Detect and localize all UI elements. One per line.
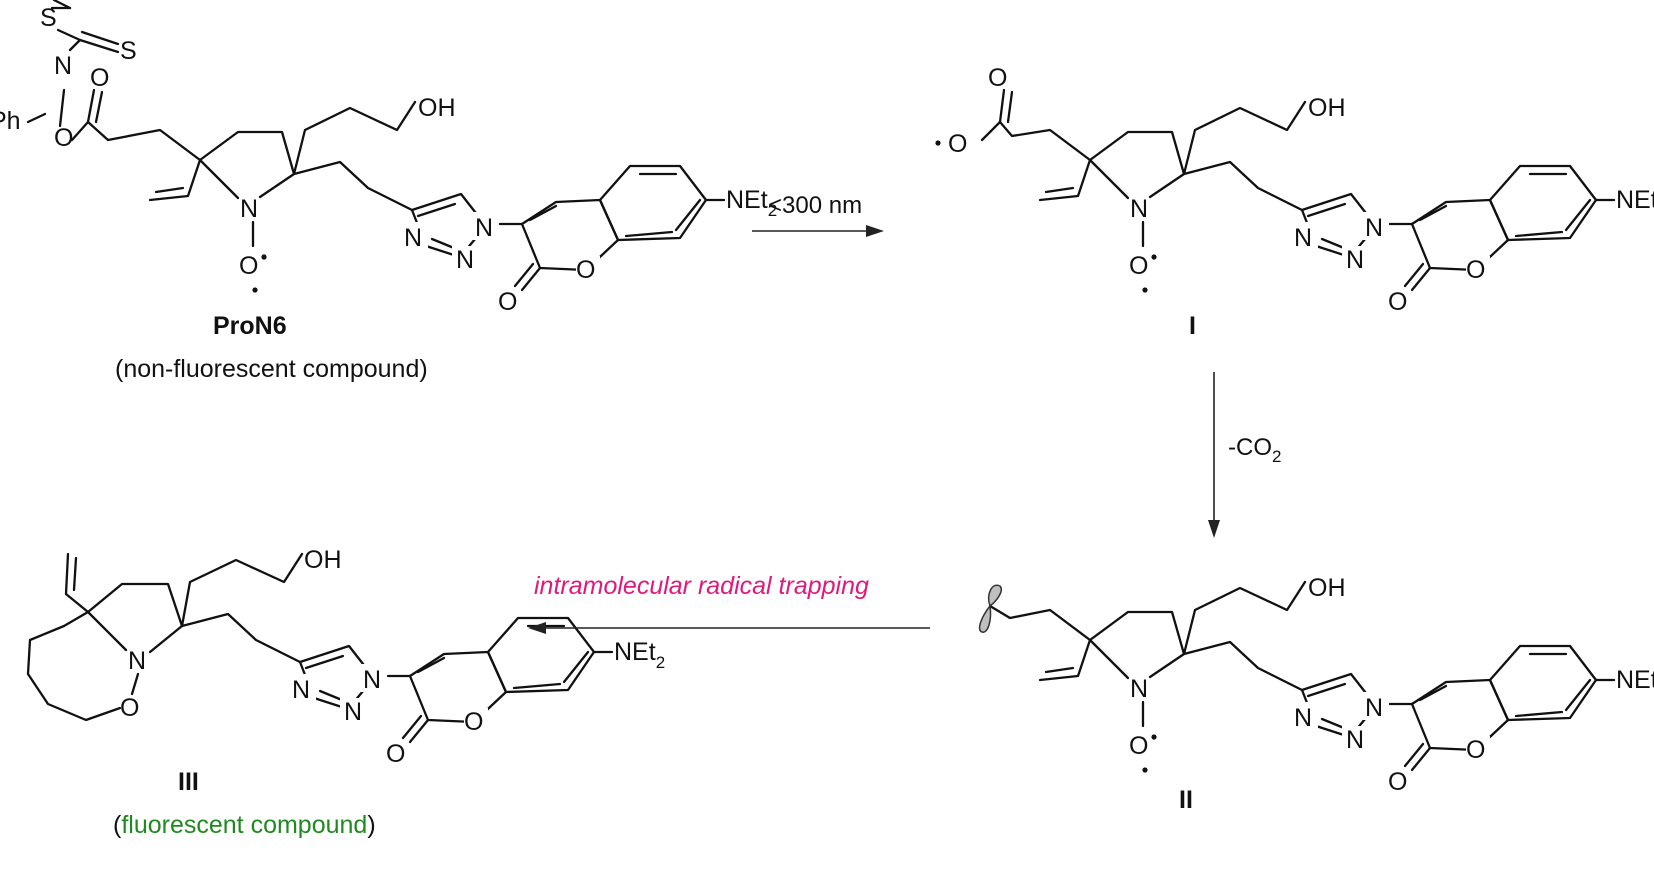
arrow-decarboxylation bbox=[1208, 372, 1220, 538]
radical-trapping-label: intramolecular radical trapping bbox=[534, 572, 869, 600]
iii-net2-label: NEt2 bbox=[614, 638, 665, 672]
iii-triazole-n3: N bbox=[292, 676, 310, 704]
iii-hydroxyl-label: OH bbox=[304, 546, 342, 574]
compound-iii: N O OH N N N O O NEt2 bbox=[26, 546, 665, 768]
compound-pron6: O O N Ph S S bbox=[0, 0, 779, 318]
ester-carbonyl-o-label: O bbox=[90, 64, 109, 92]
compound-iii-label: III bbox=[178, 768, 199, 796]
decarboxylation-label: -CO2 bbox=[1228, 434, 1281, 466]
compound-i: O O bbox=[935, 64, 1654, 318]
arrow-photolysis bbox=[752, 225, 884, 237]
iii-triazole-n2: N bbox=[344, 698, 362, 726]
carbamate-n-label: N bbox=[54, 52, 72, 80]
compound-ii-label: II bbox=[1179, 786, 1193, 814]
pron6-caption: (non-fluorescent compound) bbox=[115, 355, 428, 383]
carboxyl-o-label: O bbox=[988, 64, 1007, 92]
thione-s-label: S bbox=[120, 37, 137, 65]
compound-i-label: I bbox=[1189, 312, 1196, 340]
iii-carbonyl-o: O bbox=[386, 740, 405, 768]
photolysis-condition: <300 nm bbox=[768, 192, 862, 219]
carboxyl-radical-o-label: O bbox=[948, 130, 967, 158]
bicyclic-n-label: N bbox=[128, 647, 146, 675]
iii-triazole-n1: N bbox=[363, 666, 381, 694]
phenyl-label: Ph bbox=[0, 107, 21, 135]
iii-lactone-o: O bbox=[464, 708, 483, 736]
bicyclic-o-label: O bbox=[120, 694, 139, 722]
iii-caption: (fluorescent compound) bbox=[113, 811, 376, 839]
pron6-label: ProN6 bbox=[213, 312, 287, 340]
ester-o-label: O bbox=[54, 124, 73, 152]
compound-ii bbox=[978, 572, 1654, 798]
p-orbital-icon bbox=[988, 584, 1002, 608]
arrow-radical-trapping bbox=[528, 622, 930, 634]
thio-s-label: S bbox=[40, 4, 57, 32]
